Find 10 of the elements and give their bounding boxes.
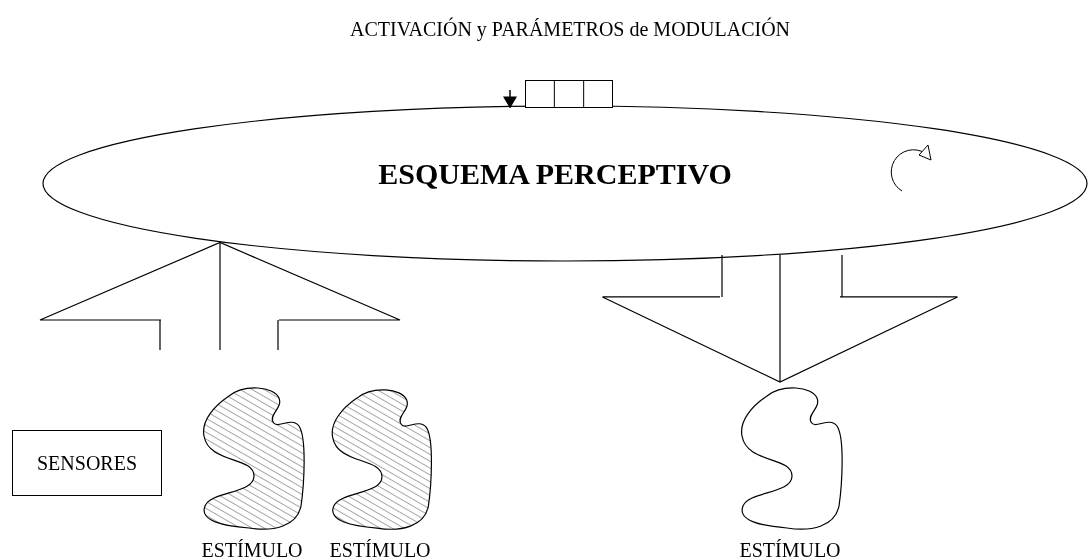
register-cells bbox=[525, 80, 613, 108]
title: ACTIVACIÓN y PARÁMETROS de MODULACIÓN bbox=[349, 18, 791, 41]
sensor-box bbox=[12, 430, 162, 496]
stimulus-label: ESTÍMULO bbox=[201, 540, 303, 560]
sensor-label: SENSORES bbox=[37, 451, 137, 475]
arrow bbox=[503, 89, 517, 109]
stimulus-label: ESTÍMULO bbox=[739, 540, 841, 560]
schema-ellipse bbox=[42, 105, 1088, 262]
schema-label: ESQUEMA PERCEPTIVO bbox=[378, 156, 732, 191]
stimulus-label: ESTÍMULO bbox=[329, 540, 431, 560]
